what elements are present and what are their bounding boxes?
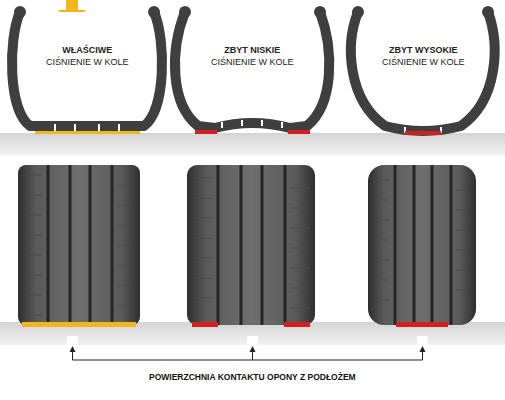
pressure-heading: ZBYT WYSOKIE bbox=[382, 44, 465, 56]
pressure-label-high: ZBYT WYSOKIECIŚNIENIE W KOLE bbox=[382, 44, 465, 68]
pressure-text: CIŚNIENIE W KOLE bbox=[211, 56, 294, 68]
pressure-heading: WŁAŚCIWE bbox=[46, 44, 129, 56]
pressure-text: CIŚNIENIE W KOLE bbox=[382, 56, 465, 68]
pressure-label-correct: WŁAŚCIWECIŚNIENIE W KOLE bbox=[46, 44, 129, 68]
pressure-label-low: ZBYT NISKIECIŚNIENIE W KOLE bbox=[211, 44, 294, 68]
contact-area-label: POWIERZCHNIA KONTAKTU OPONY Z PODŁOŻEM bbox=[149, 372, 356, 382]
pressure-text: CIŚNIENIE W KOLE bbox=[46, 56, 129, 68]
pressure-heading: ZBYT NISKIE bbox=[211, 44, 294, 56]
